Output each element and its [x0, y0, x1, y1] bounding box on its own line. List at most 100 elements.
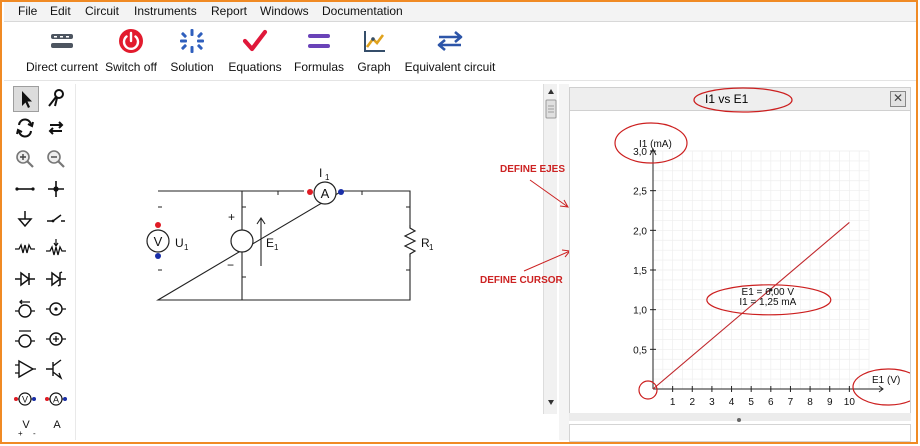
dependent-current-tool[interactable]	[13, 327, 39, 353]
current-label-tool[interactable]: A	[44, 415, 70, 441]
switch-tool[interactable]	[44, 207, 70, 233]
resistor-icon	[15, 243, 35, 254]
dependent-voltage-tool[interactable]	[44, 327, 70, 353]
formula-bars-icon	[308, 34, 330, 48]
switch-icon	[47, 214, 65, 223]
junction-icon	[48, 181, 64, 197]
power-icon	[119, 29, 143, 53]
ammeter-icon: A	[45, 392, 67, 406]
resistor-r1[interactable]: R 1	[403, 225, 434, 257]
rotate-tool[interactable]	[13, 116, 39, 142]
zener-tool[interactable]	[44, 267, 70, 293]
formulas-button[interactable]: Formulas	[292, 27, 346, 79]
dc-bars-icon	[51, 34, 73, 48]
transistor-tool[interactable]	[44, 357, 70, 383]
menu-instruments[interactable]: Instruments	[134, 4, 197, 18]
switch-off-button[interactable]: Switch off	[102, 27, 160, 79]
solution-label: Solution	[170, 60, 214, 74]
variable-resistor-tool[interactable]	[44, 237, 70, 263]
svg-text:V: V	[22, 395, 28, 405]
ammeter-label-sub: 1	[325, 173, 330, 182]
opamp-tool[interactable]	[13, 357, 39, 383]
graph-tool-icon	[364, 31, 385, 52]
current-label-text: A	[53, 419, 61, 431]
ammeter-i1[interactable]: A I 1	[307, 166, 344, 205]
voltmeter-tool[interactable]: V	[13, 387, 39, 413]
ylabel-highlight	[614, 122, 688, 164]
voltage-label-text: V	[22, 419, 30, 431]
zoom-in-tool[interactable]	[13, 147, 39, 173]
menu-file[interactable]: File	[18, 4, 38, 18]
x-tick-label: 7	[788, 397, 794, 408]
svg-text:A: A	[53, 395, 59, 405]
graph-button[interactable]: Graph	[352, 27, 396, 79]
junction-tool[interactable]	[44, 177, 70, 203]
xlabel-highlight	[852, 368, 920, 406]
define-axes-arrow	[529, 179, 569, 208]
transistor-icon	[46, 359, 63, 380]
zoom-out-tool[interactable]	[44, 147, 70, 173]
menu-edit[interactable]: Edit	[50, 4, 71, 18]
graph-splitter[interactable]	[569, 413, 911, 422]
y-tick-label: 0,5	[633, 345, 647, 356]
voltage-source-tool[interactable]	[44, 297, 70, 323]
circuit-diagram: V U 1 + − E 1 A I 1	[146, 166, 434, 301]
equations-button[interactable]: Equations	[226, 27, 284, 79]
wire-tool[interactable]	[13, 177, 39, 203]
flip-tool[interactable]	[44, 116, 70, 142]
menu-documentation[interactable]: Documentation	[322, 4, 403, 18]
checkmark-icon	[242, 29, 268, 52]
rotate-icon	[16, 118, 34, 138]
circuit-wires	[155, 190, 411, 301]
equivalent-circuit-button[interactable]: Equivalent circuit	[402, 27, 498, 79]
ground-tool[interactable]	[13, 207, 39, 233]
current-label-icon: A	[53, 419, 61, 431]
close-icon[interactable]: ✕	[890, 91, 906, 107]
menu-circuit[interactable]: Circuit	[85, 4, 120, 18]
y-tick-label: 2,0	[633, 226, 647, 237]
cursor-readout-y: I1 = 1,25 mA	[739, 297, 796, 308]
splitter-panel[interactable]	[559, 84, 569, 440]
x-axis-label: E1 (V)	[872, 375, 900, 386]
solution-button[interactable]: Solution	[167, 27, 217, 79]
direct-current-button[interactable]: Direct current	[16, 27, 108, 79]
circuit-canvas[interactable]: V U 1 + − E 1 A I 1	[78, 84, 543, 440]
current-source-tool[interactable]	[13, 297, 39, 323]
diode-icon	[15, 271, 35, 287]
cursor-point	[769, 288, 773, 292]
voltage-source-e1[interactable]: + − E 1	[227, 210, 279, 272]
voltage-label-tool[interactable]: V +-	[13, 415, 39, 441]
formulas-label: Formulas	[293, 60, 344, 74]
flip-icon	[48, 121, 64, 135]
x-tick-label: 4	[729, 397, 735, 408]
component-palette: V A V +- A	[10, 84, 76, 440]
solution-burst-icon	[180, 29, 204, 53]
define-cursor-note: DEFINE CURSOR	[480, 275, 564, 286]
source-arrow	[256, 217, 266, 266]
menu-report[interactable]: Report	[211, 4, 248, 18]
source-plus-sign: +	[228, 210, 235, 224]
splitter-grip	[737, 418, 741, 422]
voltmeter-u1[interactable]: V U 1	[146, 222, 189, 259]
wire-cut-tool[interactable]	[44, 86, 70, 112]
pointer-tool[interactable]	[13, 86, 39, 112]
menu-windows[interactable]: Windows	[260, 4, 309, 18]
diode-tool[interactable]	[13, 267, 39, 293]
ammeter-symbol: A	[321, 186, 330, 201]
voltage-label-icon: V +-	[18, 419, 36, 438]
ammeter-tool[interactable]: A	[44, 387, 70, 413]
equivalent-arrows-icon	[437, 31, 463, 51]
chart-axes	[649, 147, 884, 393]
x-axis-arrow-icon	[878, 385, 884, 393]
canvas-vertical-scrollbar[interactable]	[543, 84, 557, 414]
x-tick-label: 8	[807, 397, 813, 408]
menu-bar: File Edit Circuit Instruments Report Win…	[4, 2, 916, 22]
scrollbar-graphic	[545, 89, 557, 405]
resistor-tool[interactable]	[13, 237, 39, 263]
x-tick-label: 9	[827, 397, 833, 408]
define-axes-note: DEFINE EJES	[500, 164, 565, 175]
voltage-source-icon	[46, 302, 66, 316]
equivalent-circuit-label: Equivalent circuit	[404, 60, 496, 74]
